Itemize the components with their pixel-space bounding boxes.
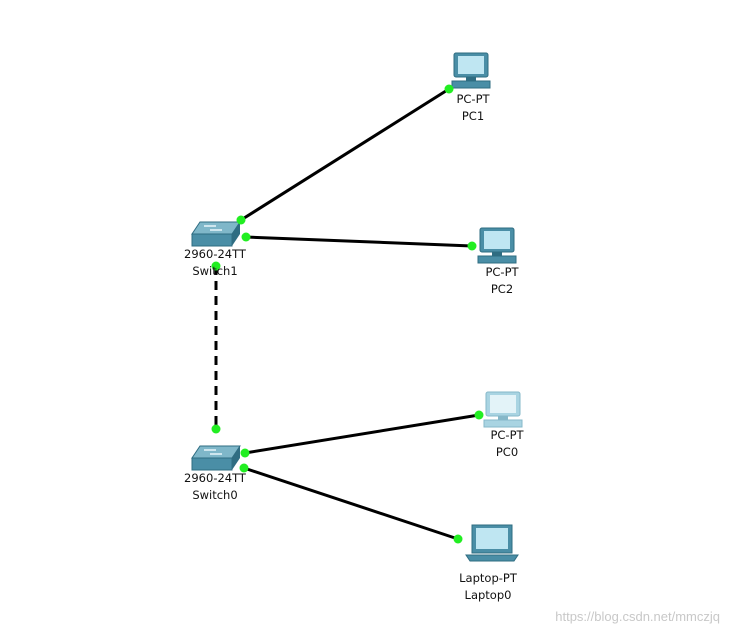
port-light (240, 448, 250, 458)
laptop0-model: Laptop-PT (459, 571, 517, 585)
switch1-model: 2960-24TT (184, 247, 246, 261)
pc0-name: PC0 (495, 445, 519, 459)
switch0-icon[interactable] (191, 445, 241, 471)
pc0-icon[interactable] (483, 391, 523, 428)
link-switch0-pc0[interactable] (244, 413, 480, 455)
port-light (211, 261, 221, 271)
port-light (453, 534, 463, 544)
laptop0-label: Laptop-PT Laptop0 (459, 570, 517, 604)
pc2-model: PC-PT (485, 265, 519, 279)
port-light (467, 241, 477, 251)
pc2-name: PC2 (490, 282, 514, 296)
link-switch1-pc1[interactable] (240, 87, 450, 222)
switch0-name: Switch0 (192, 488, 238, 502)
pc1-label: PC-PT PC1 (456, 91, 489, 125)
pc0-model: PC-PT (490, 428, 524, 442)
port-light (211, 424, 221, 434)
port-light (444, 84, 454, 94)
switch1-label: 2960-24TT Switch1 (184, 246, 246, 280)
link-switch0-laptop0[interactable] (243, 466, 459, 541)
laptop0-icon[interactable] (465, 524, 519, 562)
watermark: https://blog.csdn.net/mmczjq (555, 609, 720, 624)
port-light (474, 410, 484, 420)
pc1-icon[interactable] (451, 52, 491, 89)
switch1-name: Switch1 (192, 264, 238, 278)
pc0-label: PC-PT PC0 (490, 427, 523, 461)
pc2-icon[interactable] (477, 227, 517, 264)
port-light (236, 215, 246, 225)
pc1-model: PC-PT (456, 92, 490, 106)
switch0-model: 2960-24TT (184, 471, 246, 485)
laptop0-name: Laptop0 (464, 588, 512, 602)
switch0-label: 2960-24TT Switch0 (184, 470, 246, 504)
links (214, 87, 480, 541)
port-light (239, 463, 249, 473)
switch1-icon[interactable] (191, 221, 241, 247)
link-switch1-pc2[interactable] (245, 235, 473, 248)
port-lights (211, 84, 484, 544)
port-light (241, 232, 251, 242)
pc2-label: PC-PT PC2 (485, 264, 518, 298)
pc1-name: PC1 (461, 109, 485, 123)
